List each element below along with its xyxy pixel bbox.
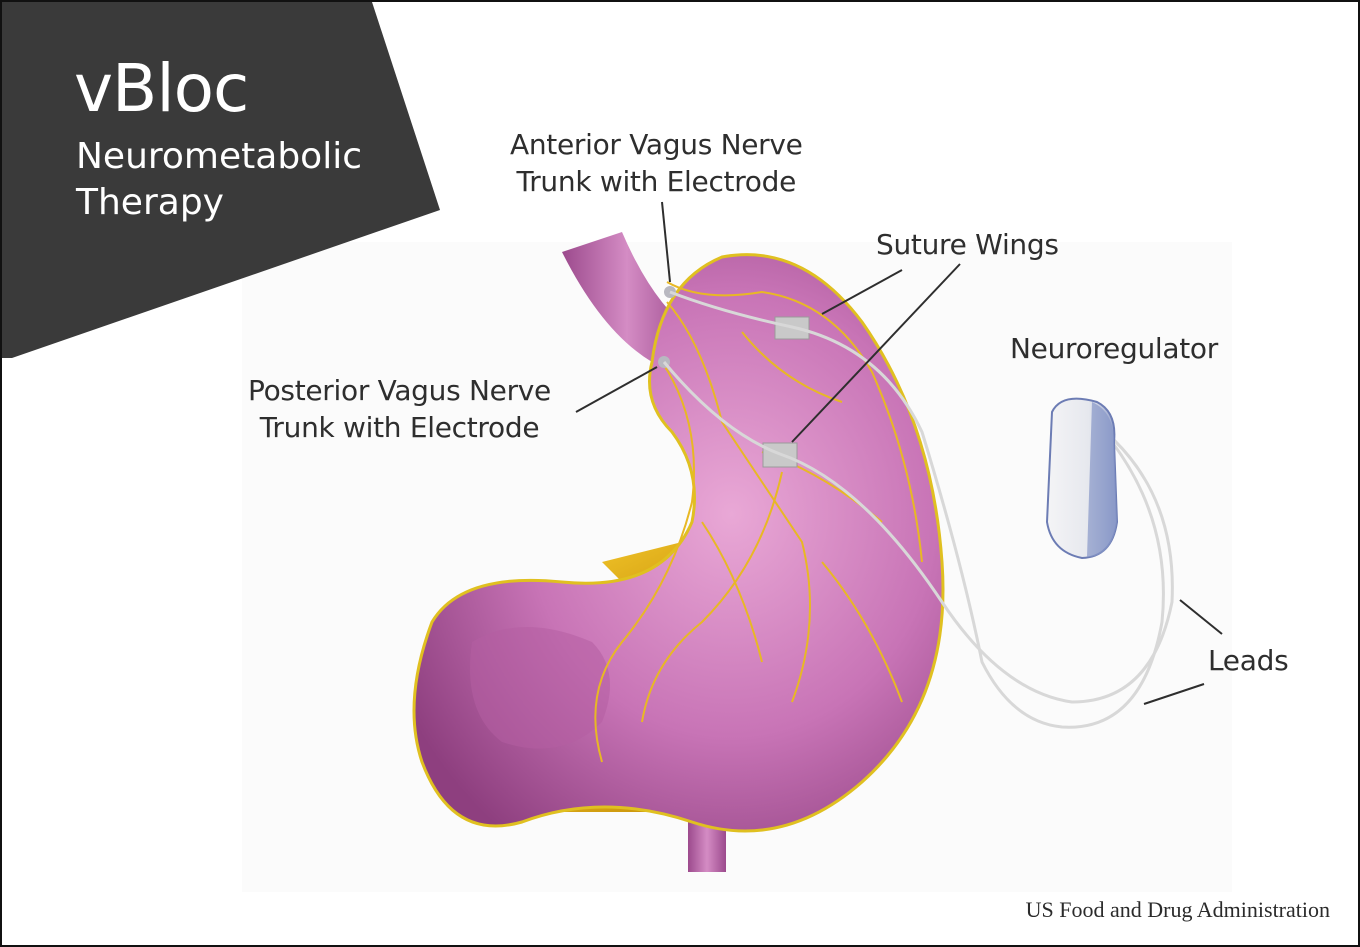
label-suture-wings: Suture Wings (876, 226, 1059, 263)
subtitle-line-1: Neurometabolic (76, 134, 406, 180)
label-leads: Leads (1208, 642, 1288, 679)
label-anterior-line-2: Trunk with Electrode (510, 163, 803, 200)
page-title: vBloc (74, 50, 248, 127)
label-posterior-vagus: Posterior Vagus Nerve Trunk with Electro… (248, 372, 551, 446)
neuroregulator-device (1047, 399, 1117, 558)
label-posterior-line-1: Posterior Vagus Nerve (248, 372, 551, 409)
label-posterior-line-2: Trunk with Electrode (248, 409, 551, 446)
page-subtitle: Neurometabolic Therapy (76, 134, 406, 226)
label-anterior-vagus: Anterior Vagus Nerve Trunk with Electrod… (510, 126, 803, 200)
title-banner: vBloc Neurometabolic Therapy (2, 2, 442, 362)
label-neuroregulator: Neuroregulator (1010, 330, 1218, 367)
subtitle-line-2: Therapy (76, 180, 406, 226)
image-credit: US Food and Drug Administration (1026, 897, 1330, 923)
label-anterior-line-1: Anterior Vagus Nerve (510, 126, 803, 163)
